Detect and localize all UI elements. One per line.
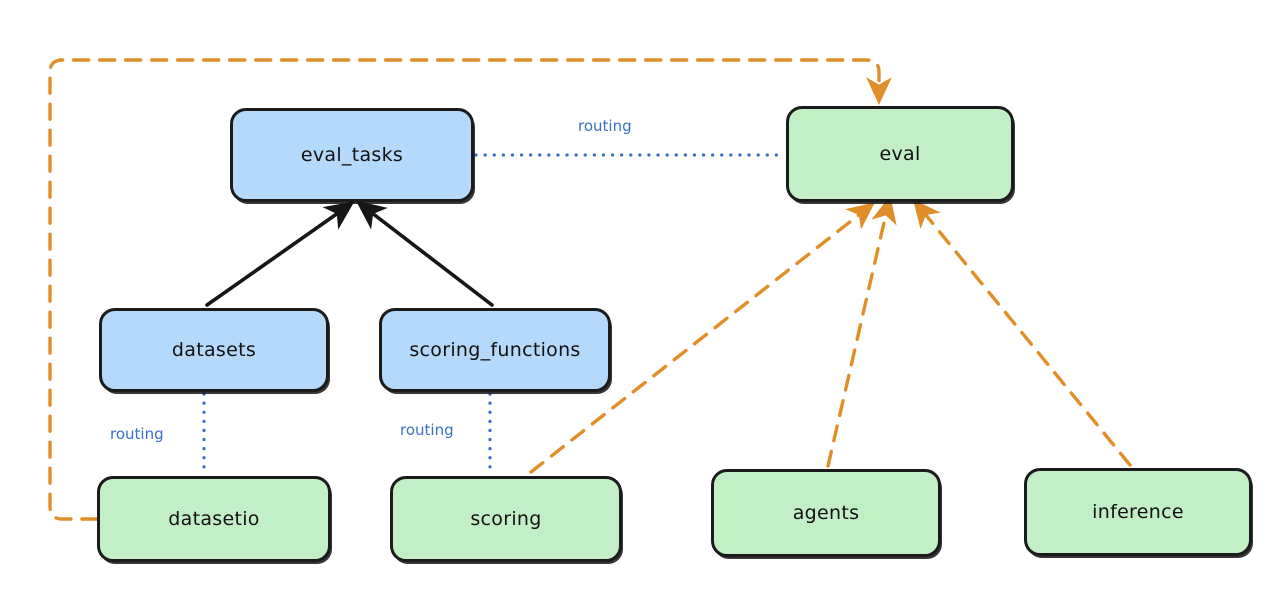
node-datasets[interactable]: datasets xyxy=(99,308,329,392)
edge-scoring_functions-eval_tasks xyxy=(356,200,494,307)
node-inference-label: inference xyxy=(1092,500,1184,523)
edge-inference-eval xyxy=(912,199,1132,467)
node-agents[interactable]: agents xyxy=(711,469,941,557)
node-eval[interactable]: eval xyxy=(786,106,1014,202)
edge-datasetio-eval xyxy=(48,58,892,521)
edge-scoring-eval xyxy=(529,202,875,474)
edge-agents-eval xyxy=(826,195,897,468)
node-scoring-functions[interactable]: scoring_functions xyxy=(379,308,611,392)
edge-label-routing-eval: routing xyxy=(578,117,632,135)
node-agents-label: agents xyxy=(792,501,860,524)
node-datasetio-label: datasetio xyxy=(168,507,260,530)
node-inference[interactable]: inference xyxy=(1024,468,1252,556)
node-eval-tasks[interactable]: eval_tasks xyxy=(230,108,474,202)
edge-label-routing-datasetio: routing xyxy=(110,425,164,443)
node-eval-tasks-label: eval_tasks xyxy=(300,143,404,166)
node-scoring-label: scoring xyxy=(470,507,542,530)
edge-label-routing-scoring: routing xyxy=(400,421,454,439)
node-scoring-functions-label: scoring_functions xyxy=(409,338,581,361)
node-datasetio[interactable]: datasetio xyxy=(97,476,331,562)
edge-datasets-eval_tasks xyxy=(205,201,355,307)
node-eval-label: eval xyxy=(879,142,921,165)
node-scoring[interactable]: scoring xyxy=(390,476,622,562)
node-datasets-label: datasets xyxy=(171,338,257,361)
